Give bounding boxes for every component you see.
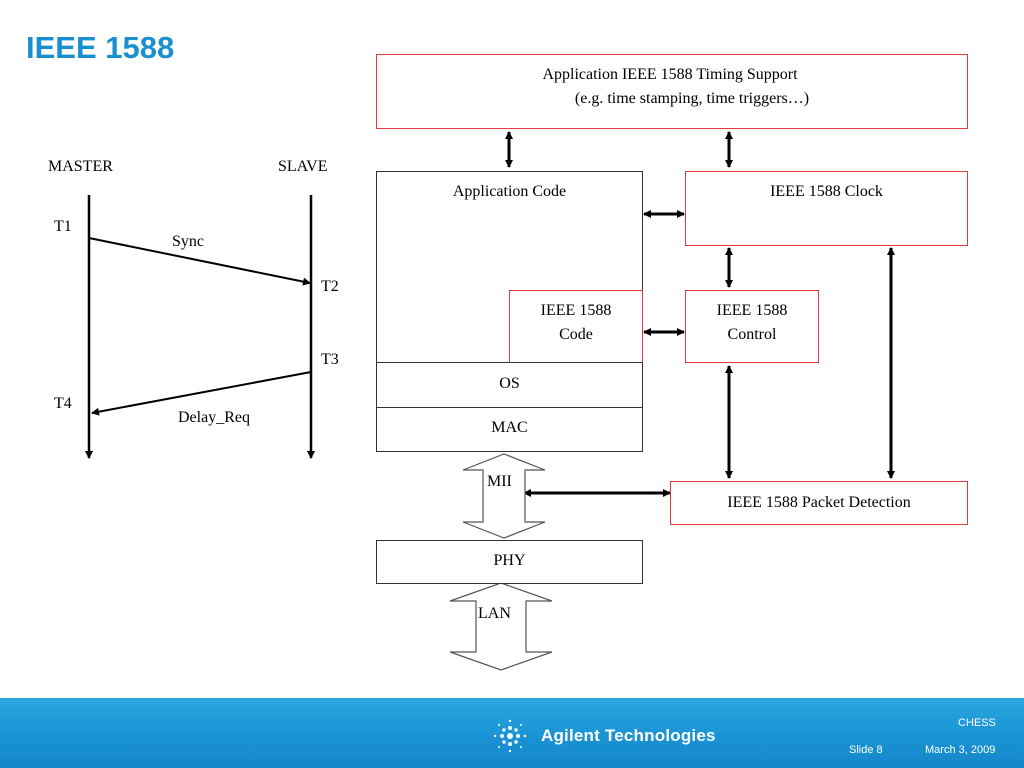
delay-req-message-arrow: [91, 371, 312, 416]
packet-detection-label: IEEE 1588 Packet Detection: [727, 494, 911, 511]
slide-date: March 3, 2009: [925, 744, 996, 756]
mac-box: MAC: [376, 407, 643, 452]
mac-label: MAC: [491, 419, 528, 436]
phy-box: PHY: [376, 540, 643, 584]
t4-label: T4: [54, 395, 72, 412]
os-box: OS: [376, 362, 643, 408]
phy-label: PHY: [493, 552, 526, 569]
app-timing-support-line1: Application IEEE 1588 Timing Support: [542, 66, 798, 83]
control-line2: Control: [727, 326, 777, 343]
packet-detection-box: IEEE 1588 Packet Detection: [670, 481, 968, 525]
slide-number: Slide 8: [849, 744, 883, 756]
ieee-1588-control-box: IEEE 1588 Control: [685, 290, 819, 363]
app-timing-support-box: Application IEEE 1588 Timing Support (e.…: [376, 54, 968, 129]
slave-label: SLAVE: [278, 158, 328, 175]
t3-label: T3: [321, 351, 339, 368]
slide-title: IEEE 1588: [26, 30, 175, 65]
sync-message-arrow: [88, 237, 311, 286]
delay-req-label: Delay_Req: [178, 409, 250, 426]
control-line1: IEEE 1588: [716, 302, 788, 319]
ieee-1588-code-box: IEEE 1588 Code: [509, 290, 643, 363]
lan-block-arrow: [449, 582, 553, 671]
t2-label: T2: [321, 278, 339, 295]
diagram-canvas: [85, 131, 895, 671]
chess-label: CHESS: [958, 717, 996, 729]
ieee-code-line1: IEEE 1588: [540, 302, 612, 319]
agilent-logo-text: Agilent Technologies: [541, 726, 716, 745]
app-timing-support-line2: (e.g. time stamping, time triggers…): [574, 90, 810, 107]
clock-label: IEEE 1588 Clock: [770, 183, 883, 200]
footer-bar: Agilent Technologies CHESS Slide 8 March…: [0, 698, 1024, 768]
os-label: OS: [499, 375, 520, 392]
mii-label: MII: [487, 473, 512, 490]
agilent-spark-logo-icon: [493, 719, 527, 753]
ieee-code-line2: Code: [559, 326, 593, 343]
ieee-1588-clock-box: IEEE 1588 Clock: [685, 171, 968, 246]
mii-block-arrow: [462, 453, 546, 539]
master-label: MASTER: [48, 158, 113, 175]
sync-label: Sync: [172, 233, 204, 250]
lan-label: LAN: [478, 605, 511, 622]
application-code-label: Application Code: [452, 183, 567, 200]
t1-label: T1: [54, 218, 72, 235]
